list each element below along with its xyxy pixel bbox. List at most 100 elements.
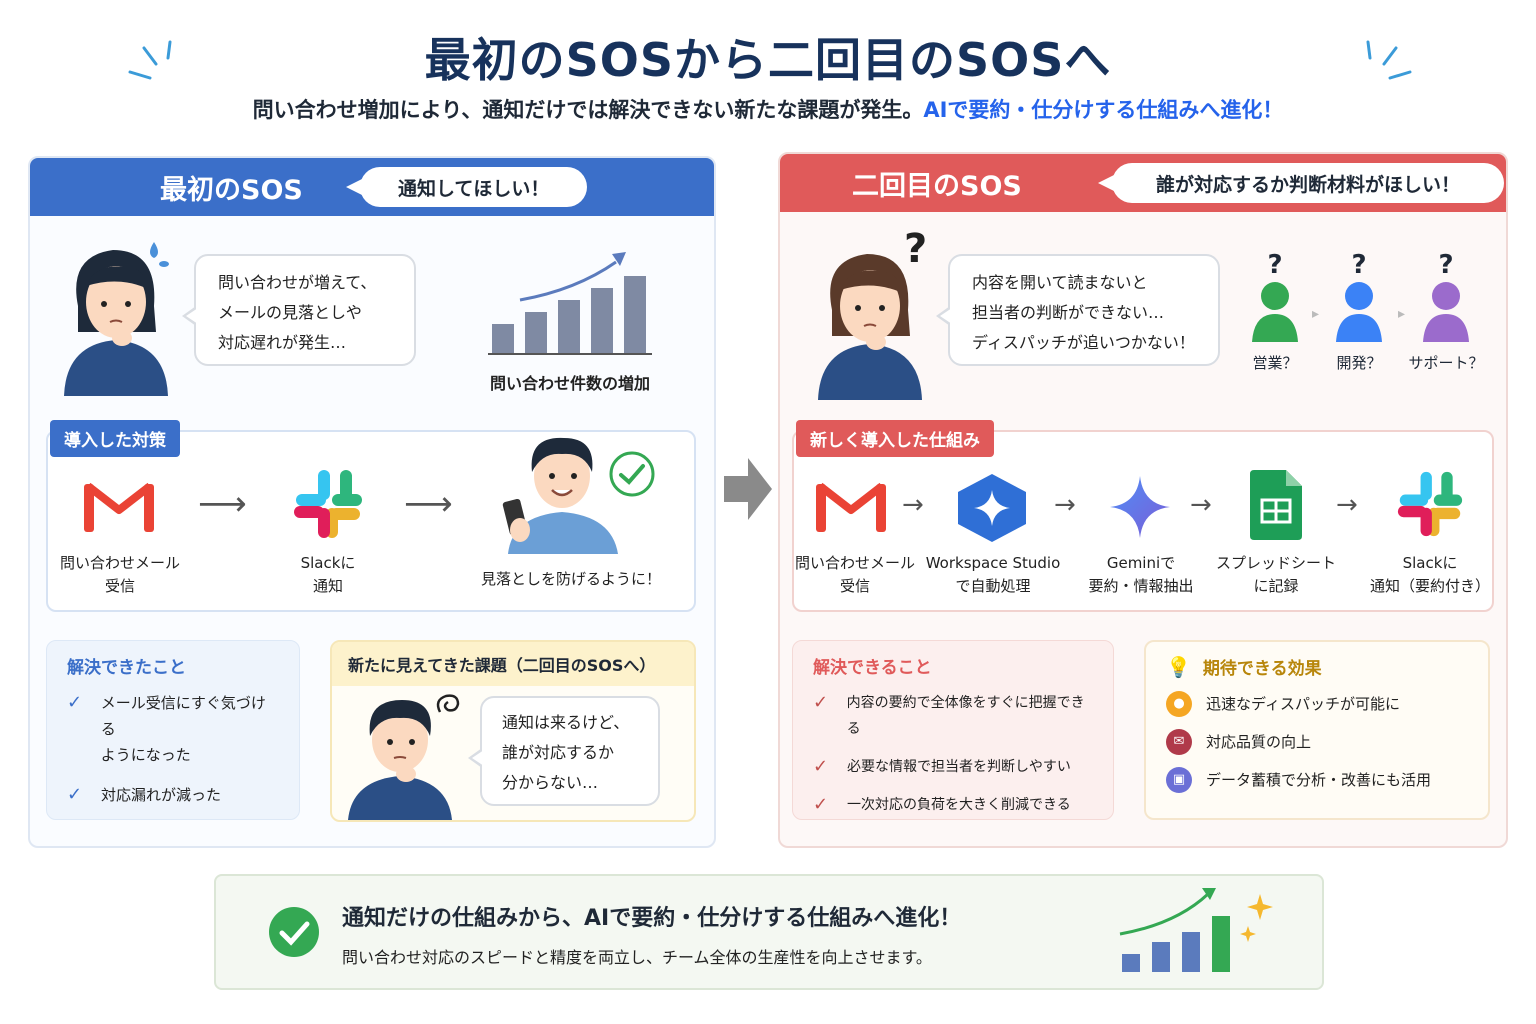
solvable-item-text: 必要な情報で担当者を判断しやすい <box>847 759 1071 775</box>
sparkle-left-icon <box>128 40 172 80</box>
check-circle-icon <box>609 451 655 497</box>
spreadsheet-icon <box>1250 470 1302 540</box>
slack-icon <box>294 470 362 538</box>
slack-icon <box>1397 471 1463 537</box>
flow-arrow-icon: → <box>1190 490 1212 520</box>
label-line: Workspace Studio <box>925 554 1061 572</box>
growth-bar <box>492 324 514 354</box>
thinking-woman-icon <box>818 254 922 400</box>
solved-item-text: 対応漏れが減った <box>101 786 222 804</box>
check-icon: ✓ <box>813 794 829 815</box>
man-with-phone-icon <box>502 437 618 554</box>
subtitle-highlight: AIで要約・仕分けする仕組みへ進化！ <box>923 98 1284 122</box>
chevron-right-icon: ▸ <box>1398 306 1406 322</box>
solvable-item-text: 内容の要約で全体像をすぐに把握できる <box>846 695 1085 737</box>
item-line: メール受信にすぐ気づける <box>100 694 266 738</box>
solved-box: 解決できたこと ✓ メール受信にすぐ気づけるようになった ✓ 対応漏れが減った <box>46 640 300 820</box>
quality-mail-icon: ✉ <box>1166 729 1192 755</box>
page-subtitle: 問い合わせ増加により、通知だけでは解決できない新たな課題が発生。AIで要約・仕分… <box>0 94 1536 124</box>
person-label: 営業？ <box>1252 354 1298 372</box>
label-line: Geminiで <box>1106 554 1176 572</box>
flow-label-slack: Slackに通知（要約付き） <box>1362 552 1498 598</box>
person-support: ? サポート？ <box>1404 250 1488 373</box>
person-icon <box>1336 282 1382 342</box>
bubble-line: ディスパッチが追いつかない！ <box>972 333 1195 352</box>
page-title: 最初のSOSから二回目のSOSへ <box>424 33 1112 87</box>
question-mark-icon: ? <box>1351 250 1367 280</box>
measures-tag: 導入した対策 <box>50 420 180 457</box>
question-mark-icon: ? <box>1438 250 1454 280</box>
solvable-item: ✓ 内容の要約で全体像をすぐに把握できる <box>813 690 1093 742</box>
bubble-line: メールの見落としや <box>218 303 362 322</box>
bubble-line: 通知は来るけど、 <box>502 713 630 732</box>
worried-woman-icon <box>64 250 168 396</box>
label-line: スプレッドシート <box>1215 554 1336 572</box>
label-line: Slackに <box>300 554 356 572</box>
check-icon: ✓ <box>67 784 83 805</box>
effect-item: ●迅速なディスパッチが可能に <box>1166 691 1468 717</box>
footer-headline: 通知だけの仕組みから、AIで要約・仕分けする仕組みへ進化！ <box>342 906 962 931</box>
solvable-box: 解決できること ✓ 内容の要約で全体像をすぐに把握できる ✓ 必要な情報で担当者を判… <box>792 640 1114 820</box>
growth-bar <box>525 312 547 354</box>
check-icon: ✓ <box>813 756 829 777</box>
label-line: で自動処理 <box>955 577 1031 595</box>
new-issue-bubble: 通知は来るけど、 誰が対応するか 分からない… <box>468 696 660 806</box>
first-sos-heading: 最初のSOS <box>160 174 303 206</box>
question-mark-icon: ? <box>904 226 928 272</box>
item-line: ようになった <box>100 746 191 764</box>
effect-item-text: データ蓄積で分析・改善にも活用 <box>1206 771 1432 789</box>
solved-title: 解決できたこと <box>67 658 186 678</box>
lightbulb-icon: 💡 <box>1166 654 1191 679</box>
flow-label-spreadsheet: スプレッドシートに記録 <box>1206 552 1346 598</box>
flow-label-mail: 問い合わせメール受信 <box>792 552 918 598</box>
label-line: 要約・情報抽出 <box>1088 577 1194 595</box>
label-line: 通知（要約付き） <box>1369 577 1490 595</box>
effect-item-text: 対応品質の向上 <box>1206 733 1312 751</box>
data-analysis-icon: ▣ <box>1166 767 1192 793</box>
flow-arrow-icon: ⟶ <box>198 484 247 524</box>
label-line: に記録 <box>1253 577 1299 595</box>
second-sos-pill: 誰が対応するか判断材料がほしい！ <box>1097 163 1505 203</box>
question-mark-icon: ? <box>1267 250 1283 280</box>
label-line: Slackに <box>1402 554 1458 572</box>
first-sos-header: 最初のSOS 通知してほしい！ <box>30 158 714 216</box>
check-icon: ✓ <box>813 692 829 713</box>
confused-man-icon <box>348 700 452 820</box>
solvable-item: ✓ 必要な情報で担当者を判断しやすい <box>813 754 1093 780</box>
workspace-studio-icon <box>958 474 1026 542</box>
growth-chart-icon <box>1119 888 1273 972</box>
flow-arrow-icon: ⟶ <box>404 484 453 524</box>
confusion-swirl-icon <box>436 694 460 713</box>
solvable-item: ✓一次対応の負荷を大きく削減できる <box>813 792 1093 818</box>
growth-bar <box>591 288 613 354</box>
flow-label-slack: Slackに通知 <box>262 552 394 598</box>
second-sos-bubble: 内容を開いて読まないと 担当者の判断ができない… ディスパッチが追いつかない！ <box>936 254 1220 366</box>
effect-item: ✉ 対応品質の向上 <box>1166 729 1468 755</box>
sweat-drop-icon <box>150 242 169 267</box>
second-sos-heading: 二回目のSOS <box>852 170 1022 202</box>
person-dev: ? 開発？ <box>1328 250 1390 373</box>
flow-label-prevent: 見落としを防げるように！ <box>480 570 661 588</box>
sparkle-right-icon <box>1366 40 1412 80</box>
flow-arrow-icon: → <box>902 490 924 520</box>
effects-header: 💡期待できる効果 <box>1146 642 1488 691</box>
label-line: 問い合わせメール <box>794 554 915 572</box>
first-sos-bubble: 問い合わせが増えて、 メールの見落としや 対応遅れが発生… <box>182 254 416 366</box>
label-line: 受信 <box>839 577 870 595</box>
person-sales: ? 営業？ <box>1244 250 1306 373</box>
growth-bar <box>624 276 646 354</box>
subtitle-main: 問い合わせ増加により、通知だけでは解決できない新たな課題が発生。 <box>252 98 924 122</box>
flow-label-workspace: Workspace Studio で自動処理 <box>918 552 1068 598</box>
effect-item-text: 迅速なディスパッチが可能に <box>1206 695 1400 713</box>
check-icon: ✓ <box>67 692 83 713</box>
flow-arrow-icon: → <box>1054 490 1076 520</box>
second-sos-header: 二回目のSOS 誰が対応するか判断材料がほしい！ <box>780 154 1506 212</box>
bubble-line: 分からない… <box>502 773 599 792</box>
label-line: 通知 <box>312 577 343 595</box>
flow-label-mail: 問い合わせメール受信 <box>54 552 186 598</box>
gemini-icon <box>1110 476 1170 538</box>
bubble-line: 担当者の判断ができない… <box>972 303 1165 322</box>
effects-box: 💡期待できる効果 ●迅速なディスパッチが可能に ✉ 対応品質の向上 ▣ データ蓄積で… <box>1144 640 1490 820</box>
solved-item: ✓ メール受信にすぐ気づけるようになった <box>67 690 279 768</box>
solvable-title: 解決できること <box>813 658 932 678</box>
